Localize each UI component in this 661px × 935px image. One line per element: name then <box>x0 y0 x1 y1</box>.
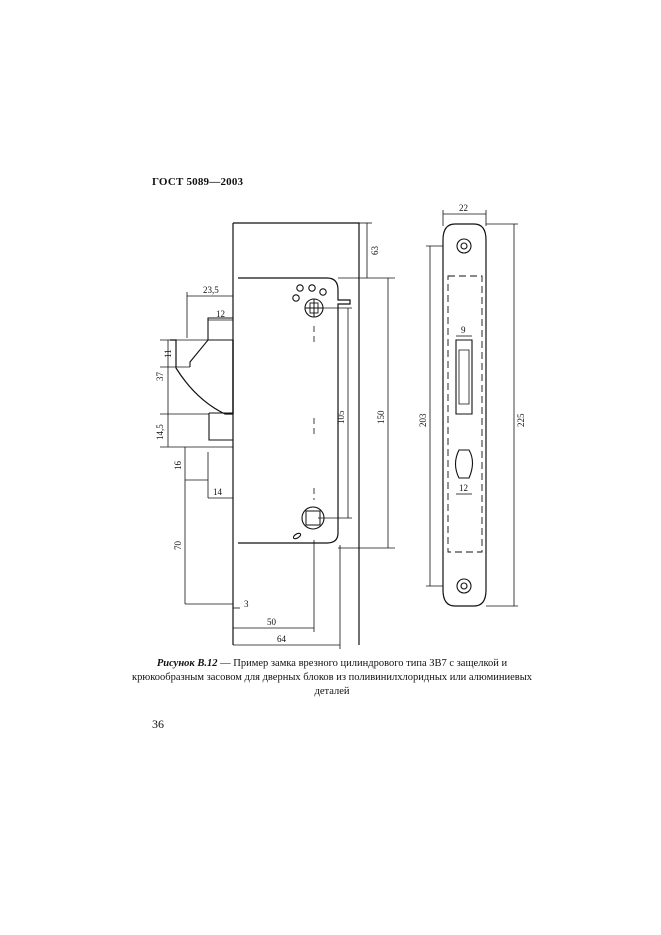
latch-bolt <box>189 317 233 367</box>
dim-3: 3 <box>244 599 249 609</box>
dim-203: 203 <box>418 413 428 427</box>
dim-14: 14 <box>213 487 223 497</box>
dim-37: 37 <box>155 372 165 382</box>
dim-14-5: 14,5 <box>155 424 165 440</box>
caption-label: Рисунок В.12 <box>156 658 218 669</box>
dim-16: 16 <box>173 461 183 471</box>
dim-70: 70 <box>173 541 183 551</box>
dim-22: 22 <box>459 203 468 213</box>
dim-12-cylinder: 12 <box>459 483 468 493</box>
latch-slot <box>455 339 473 415</box>
caption-dash: — <box>217 658 234 669</box>
dim-105: 105 <box>336 410 346 424</box>
caption-text: Пример замка врезного цилиндрового типа … <box>132 658 532 697</box>
dim-12-latch: 12 <box>216 309 225 319</box>
lock-case-outline <box>238 277 351 544</box>
document-header: ГОСТ 5089—2003 <box>152 176 244 188</box>
faceplate-outline <box>442 223 487 607</box>
dim-9: 9 <box>461 325 466 335</box>
dim-225: 225 <box>516 413 526 427</box>
dim-63: 63 <box>370 246 380 256</box>
figure-caption: Рисунок В.12 — Пример замка врезного цил… <box>120 657 544 699</box>
page-number: 36 <box>152 717 164 731</box>
dim-11: 11 <box>163 349 173 358</box>
dim-23-5: 23,5 <box>203 285 219 295</box>
lower-cylinder <box>301 506 325 530</box>
dim-64: 64 <box>277 634 287 644</box>
hook-bolt <box>170 339 233 415</box>
cylinder-hole <box>454 449 474 479</box>
dim-150: 150 <box>376 410 386 424</box>
dim-50: 50 <box>267 617 277 627</box>
